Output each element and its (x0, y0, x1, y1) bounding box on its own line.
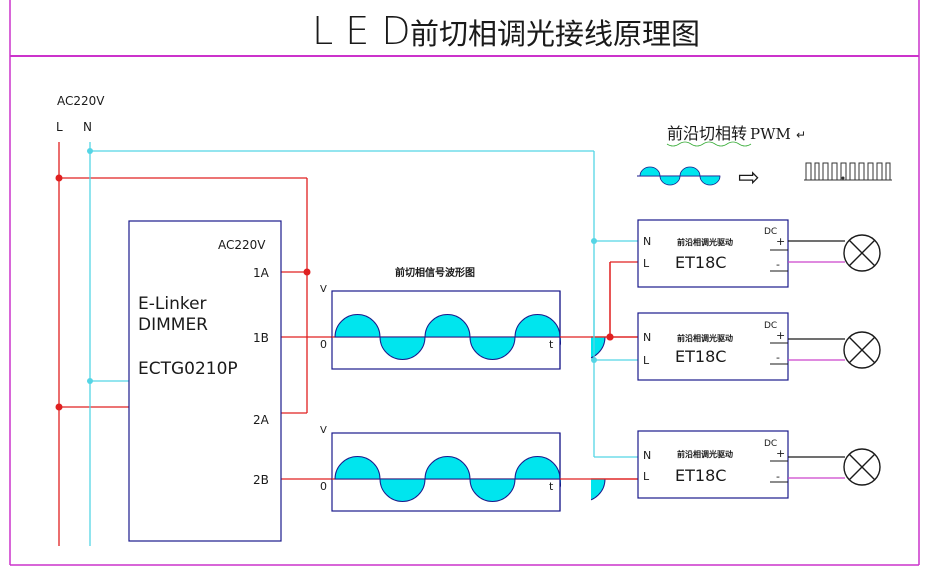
driver-3-type: 前沿相调光驱动 (677, 449, 733, 459)
dimmer-ac-label: AC220V (218, 238, 266, 252)
ac-input-label: AC220V (57, 94, 105, 108)
driver-1-l: L (643, 257, 650, 270)
waveform-box-2: V 0 t (320, 425, 606, 512)
driver-2-l: L (643, 354, 650, 367)
terminal-1b: 1B (253, 331, 269, 345)
waveform-1-zero-label: 0 (320, 338, 327, 351)
dimmer-type: DIMMER (138, 315, 208, 335)
terminal-2a: 2A (253, 413, 270, 427)
lamp-icon (843, 234, 881, 272)
driver-2-model: ET18C (675, 347, 726, 366)
driver-1-minus: - (776, 258, 780, 271)
waveform-box-1: V 0 t (320, 284, 605, 370)
dimmer-brand: E-Linker (138, 294, 207, 314)
lamp-icon (843, 448, 881, 486)
page-frame (9, 0, 920, 566)
driver-1-plus: + (776, 235, 785, 248)
driver-2-type: 前沿相调光驱动 (677, 333, 733, 343)
pwm-label-cjk: 前沿切相转 (667, 124, 747, 143)
driver-2: N L 前沿相调光驱动 ET18C DC + - (637, 312, 789, 381)
driver-3-minus: - (776, 470, 780, 483)
n-junctions (87, 148, 597, 384)
driver-3: N L 前沿相调光驱动 ET18C DC + - (637, 430, 789, 499)
driver-3-l: L (643, 470, 650, 483)
waveform-1-v-label: V (320, 284, 327, 295)
driver-1-type: 前沿相调光驱动 (677, 237, 733, 247)
title-cjk: 前切相调光接线原理图 (410, 17, 700, 51)
driver-2-n: N (643, 331, 651, 344)
driver-1-dc: DC (764, 227, 777, 237)
driver-2-minus: - (776, 351, 780, 364)
driver-3-model: ET18C (675, 466, 726, 485)
waveform-2-zero-label: 0 (320, 480, 327, 493)
driver-2-plus: + (776, 329, 785, 342)
convert-arrow-icon: ⇨ (738, 163, 760, 193)
waveform-title: 前切相信号波形图 (395, 266, 475, 279)
line-label-l: L (56, 120, 63, 134)
title-latin: L E D (312, 9, 411, 53)
lamp-icon (843, 331, 881, 369)
pwm-conversion: 前沿切相转 PWM ↵ ⇨ (637, 124, 892, 193)
waveform-2-t-label: t (549, 480, 554, 493)
dimmer-model: ECTG0210P (138, 359, 238, 379)
driver-1-model: ET18C (675, 253, 726, 272)
driver-1-n: N (643, 235, 651, 248)
driver-3-plus: + (776, 447, 785, 460)
dc-output-wiring (788, 240, 845, 479)
driver-2-dc: DC (764, 321, 777, 331)
page-title: L E D 前切相调光接线原理图 (312, 9, 700, 53)
terminal-1a: 1A (253, 266, 270, 280)
driver-1: N L 前沿相调光驱动 ET18C DC + - (637, 219, 789, 288)
pwm-label-latin: PWM (750, 125, 791, 143)
driver-3-dc: DC (764, 439, 777, 449)
waveform-1-t-label: t (549, 338, 554, 351)
waveform-2-v-label: V (320, 425, 327, 436)
driver-3-n: N (643, 449, 651, 462)
terminal-2b: 2B (253, 473, 269, 487)
dimmer-module: AC220V E-Linker DIMMER ECTG0210P 1A 1B 2… (128, 220, 282, 542)
line-label-n: N (83, 120, 92, 134)
return-mark: ↵ (796, 128, 806, 142)
